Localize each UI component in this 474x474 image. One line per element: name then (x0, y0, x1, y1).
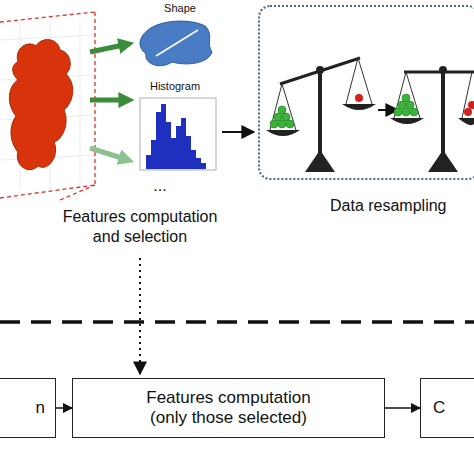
ellipsis: ... (140, 176, 180, 196)
resampling-group: Data resampling (258, 5, 474, 180)
feature-arrows (90, 44, 128, 160)
process-box: Features computation (only those selecte… (72, 378, 385, 438)
histogram-icon (140, 98, 216, 170)
box-text: C (421, 398, 445, 418)
balance-scale (390, 66, 474, 172)
step-label: Features computation and selection (55, 207, 225, 247)
shape-icon (140, 21, 212, 66)
flow-arrow (56, 407, 72, 409)
feature-name: Histogram (130, 80, 220, 94)
balance-scale (266, 58, 376, 172)
separator-line (0, 320, 474, 324)
box-text: n (36, 398, 55, 418)
box-text: Features computation (only those selecte… (134, 388, 324, 429)
flow-arrow (385, 407, 420, 409)
flow-arrow (222, 131, 254, 133)
process-box: n (0, 378, 56, 438)
feature-name: Shape (145, 2, 215, 16)
volume-plot (0, 12, 95, 200)
process-box: C (420, 378, 474, 438)
group-heading: Data resampling (330, 196, 447, 215)
dotted-arrow (139, 258, 141, 374)
